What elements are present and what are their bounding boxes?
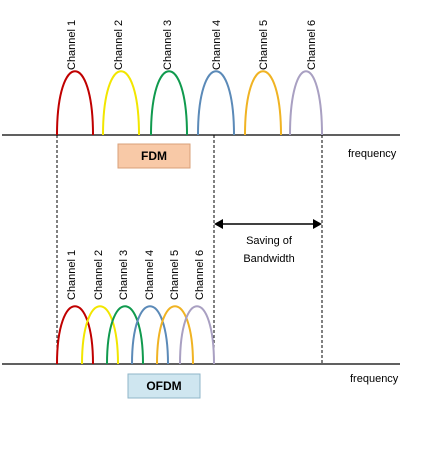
fdm-channel-2-label: Channel 2 — [113, 20, 125, 70]
fdm-channel-4-label: Channel 4 — [211, 20, 223, 70]
ofdm-channel-4-arc — [131, 305, 169, 365]
saving-label-line2: Bandwidth — [243, 253, 294, 265]
ofdm-box — [127, 373, 201, 399]
fdm-channel-6-label: Channel 6 — [306, 20, 318, 70]
fdm-channel-2-arc — [102, 70, 140, 136]
ofdm-channel-2-arc — [81, 305, 119, 365]
ofdm-channel-4-label: Channel 4 — [144, 250, 156, 300]
ofdm-channel-3-label: Channel 3 — [118, 250, 130, 300]
ofdm-channel-1-arc — [56, 305, 94, 365]
saving-label-line1: Saving of — [246, 235, 293, 247]
fdm-channel-4-arc — [197, 70, 235, 136]
ofdm-channel-1-label: Channel 1 — [66, 250, 78, 300]
bandwidth-saving: Saving of Bandwidth — [214, 219, 322, 265]
fdm-channel-6-arc — [289, 70, 323, 136]
fdm-channel-5-arc — [244, 70, 282, 136]
ofdm-box-label: OFDM — [146, 379, 181, 393]
saving-arrow-right-head — [313, 219, 322, 229]
fdm-frequency-label: frequency — [348, 148, 397, 160]
ofdm-channel-5-arc — [156, 305, 194, 365]
fdm-channel-5-label: Channel 5 — [258, 20, 270, 70]
ofdm-frequency-label: frequency — [350, 373, 399, 385]
ofdm-channel-6-label: Channel 6 — [194, 250, 206, 300]
fdm-channel-1-label: Channel 1 — [66, 20, 78, 70]
fdm-box — [117, 143, 191, 169]
fdm-channel-1-arc — [56, 70, 94, 136]
ofdm-channel-6-arc — [179, 305, 215, 365]
ofdm-channel-2-label: Channel 2 — [93, 250, 105, 300]
ofdm-section: Channel 1 Channel 2 Channel 3 Channel 4 … — [2, 250, 400, 399]
fdm-channel-3-arc — [150, 70, 188, 136]
guide-lines — [56, 135, 323, 364]
ofdm-channel-3-arc — [106, 305, 144, 365]
fdm-box-label: FDM — [141, 149, 167, 163]
fdm-section: Channel 1 Channel 2 Channel 3 Channel 4 … — [2, 20, 400, 169]
ofdm-channel-5-label: Channel 5 — [169, 250, 181, 300]
fdm-channel-3-label: Channel 3 — [162, 20, 174, 70]
saving-arrow-left-head — [214, 219, 223, 229]
